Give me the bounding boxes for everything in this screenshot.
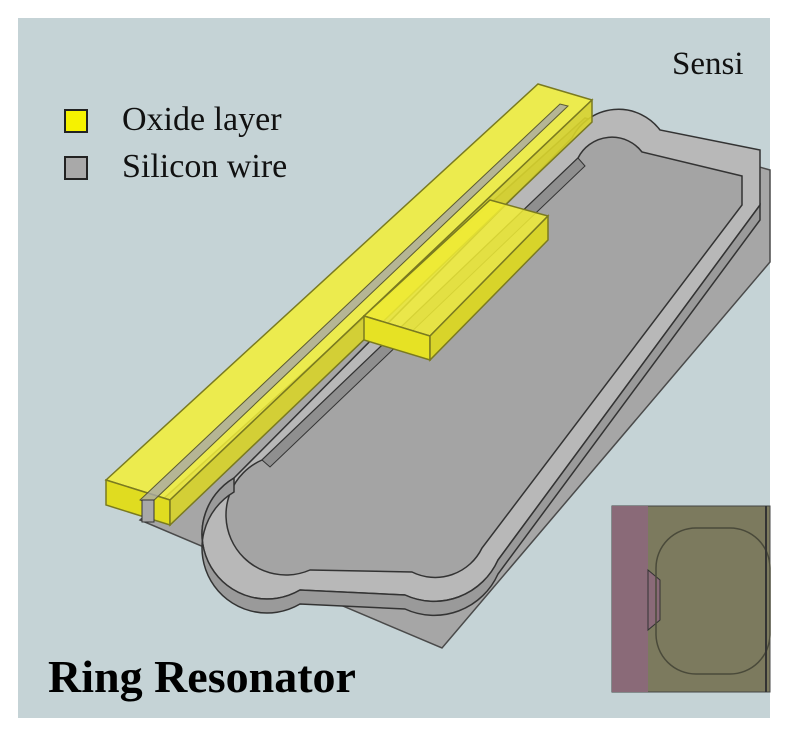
legend-label-oxide: Oxide layer (122, 101, 282, 138)
ring-outer-face (201, 202, 761, 617)
inset-ring-outline (655, 527, 771, 675)
silicon-wire-end (141, 499, 155, 523)
inset-coupler (647, 568, 661, 632)
figure-title: Ring Resonator (48, 651, 356, 702)
legend-label-silicon: Silicon wire (122, 148, 288, 185)
legend-swatch-oxide (64, 109, 88, 133)
inset-oxide-strip (612, 506, 648, 692)
oxide-coupling-side (429, 214, 549, 362)
legend-swatch-silicon (64, 156, 88, 180)
ring-inner-floor (225, 136, 743, 579)
top-right-text: Sensi (672, 46, 744, 82)
